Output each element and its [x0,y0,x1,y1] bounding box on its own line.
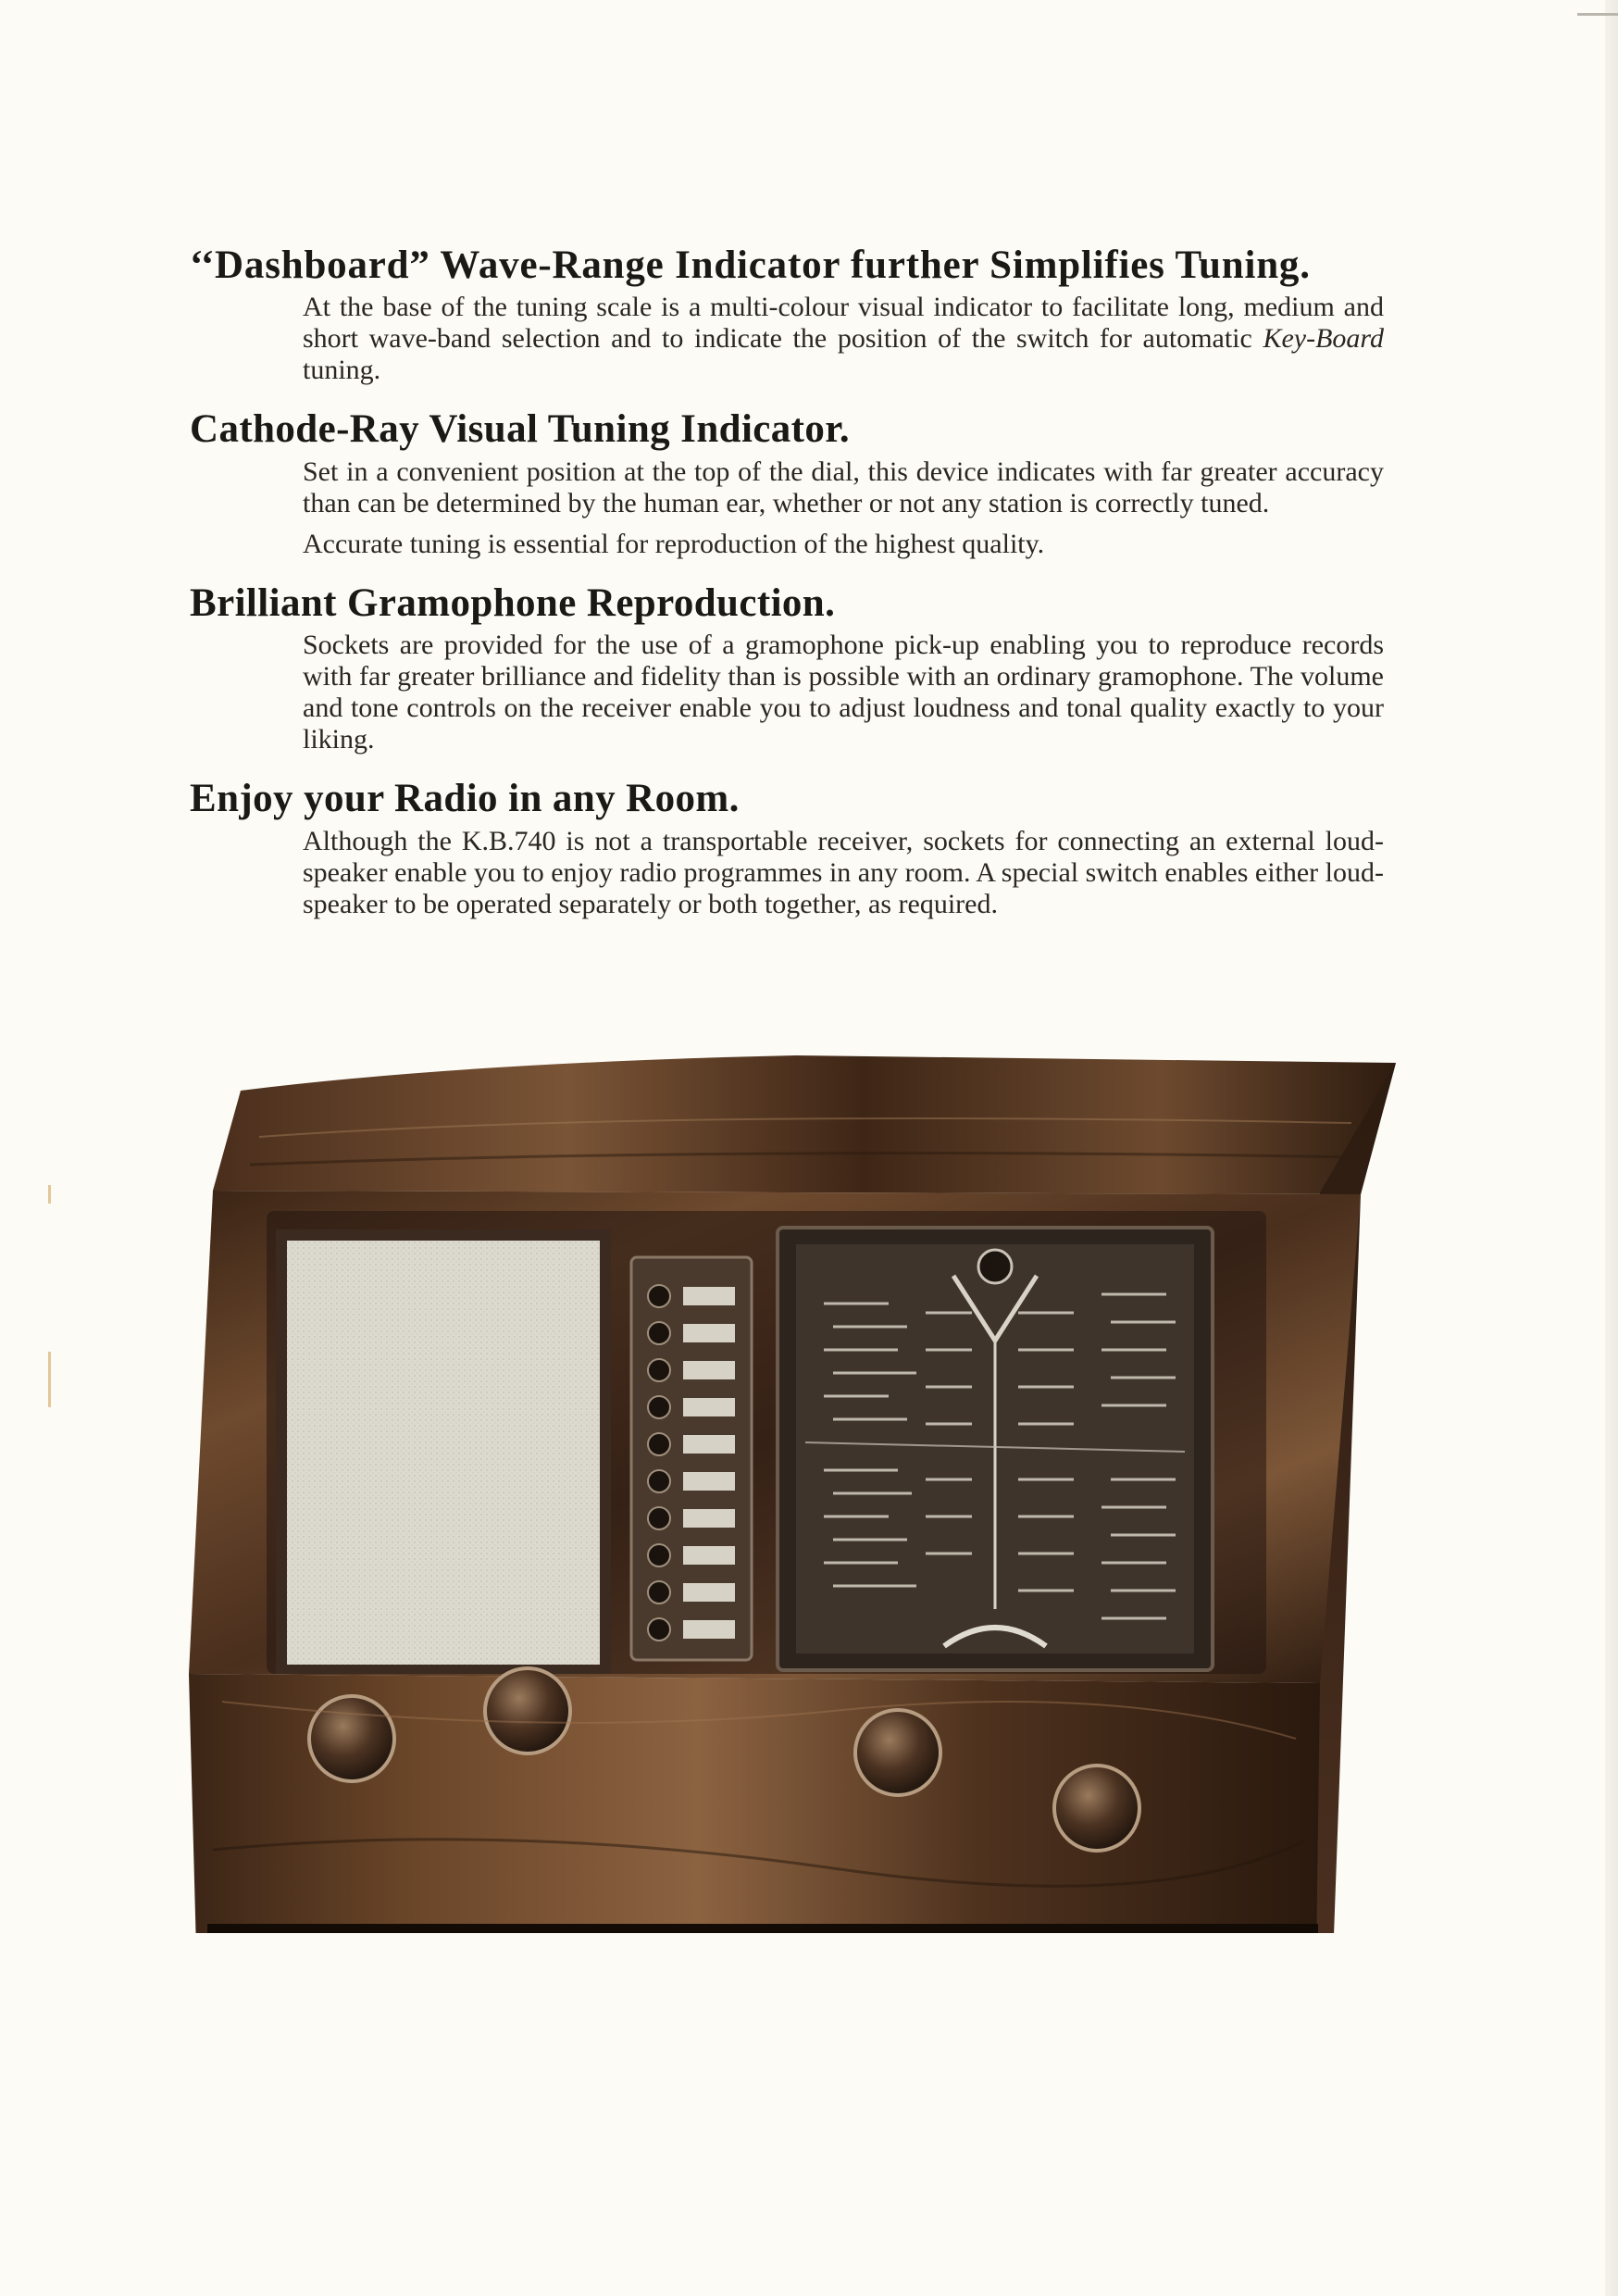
section-heading: Cathode-Ray Visual Tuning Indicator. [190,407,850,452]
key-board-emphasis: Key-Board [1263,323,1384,355]
preset-key-labels [683,1287,735,1639]
section-paragraph: At the base of the tuning scale is a mul… [303,292,1384,386]
section-gramophone-reproduction: Brilliant Gramophone Reproduction. Socke… [190,580,1384,755]
section-dashboard-indicator: ‘‘Dashboard” Wave-Range Indicator furthe… [190,243,1384,386]
section-paragraph: Set in a convenient position at the top … [303,455,1384,518]
cabinet-top [213,1055,1396,1194]
article-text: ‘‘Dashboard” Wave-Range Indicator furthe… [190,243,1384,941]
cathode-ray-indicator [977,1248,1014,1285]
page-stain [48,1352,51,1407]
section-radio-any-room: Enjoy your Radio in any Room. Although t… [190,776,1384,919]
section-paragraph: Although the K.B.740 is not a transporta… [303,825,1384,919]
section-heading: Enjoy your Radio in any Room. [190,777,740,821]
section-heading: Brilliant Gramophone Reproduction. [190,580,836,625]
preset-keys [647,1284,671,1641]
section-paragraph: Sockets are provided for the use of a gr… [303,630,1384,755]
section-heading: ‘‘Dashboard” Wave-Range Indicator furthe… [190,243,1311,287]
radio-receiver-photo [185,1035,1407,1961]
section-cathode-ray-indicator: Cathode-Ray Visual Tuning Indicator. Set… [190,406,1384,559]
cabinet-base [207,1924,1318,1952]
paragraph-text: At the base of the tuning scale is a mul… [303,292,1384,355]
cabinet-front-lower [189,1674,1320,1961]
dial-station-scale [824,1292,1176,1620]
speaker-grille [287,1241,600,1665]
page-edge [1605,0,1618,2296]
paragraph-text-end: tuning. [303,355,381,386]
page-stain [48,1185,51,1204]
page-edge-mark [1577,13,1618,16]
wave-range-indicator [942,1625,1048,1649]
control-knobs [307,1666,1141,1853]
radio-receiver-illustration [189,1055,1396,1961]
section-paragraph: Accurate tuning is essential for reprodu… [303,528,1045,559]
